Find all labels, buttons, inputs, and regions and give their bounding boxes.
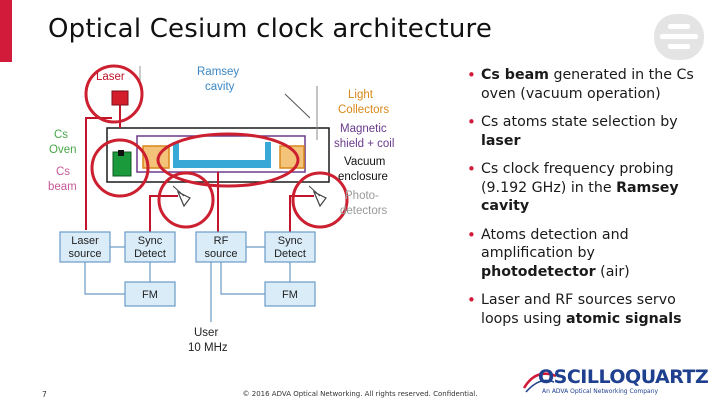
highlight-ring-detector-left [157, 171, 215, 229]
highlight-ring-laser [84, 64, 144, 124]
label-light-2: Collectors [338, 104, 389, 116]
label-user-1: User [194, 327, 218, 339]
laser-shape [111, 90, 129, 106]
ramsey-cavity-bar [176, 160, 268, 168]
box-fm-1: FM [142, 289, 158, 301]
photodetector-left [176, 190, 191, 208]
label-user-2: 10 MHz [188, 342, 228, 354]
brand-tagline: An ADVA Optical Networking Company [542, 388, 659, 395]
sync-detect-box-2 [264, 231, 316, 263]
label-cs-oven-2: Oven [49, 144, 77, 156]
sync-detect-box-1 [124, 231, 176, 263]
box-sync-detect1-2: Detect [134, 248, 166, 260]
bullet-atoms-detection: Atoms detection and amplification by pho… [465, 226, 710, 282]
bullet-cs-beam: Cs beam generated in the Cs oven (vacuum… [465, 66, 710, 103]
box-sync-detect2-1: Sync [278, 235, 303, 247]
label-photo-2: detectors [340, 205, 388, 217]
box-rf-source-1: RF [214, 235, 229, 247]
adva-logo-icon [654, 14, 704, 60]
magnetic-shield [136, 135, 306, 173]
label-ramsey-2: cavity [205, 81, 235, 93]
highlight-ring-cavity [156, 132, 300, 188]
swoosh-icon [522, 372, 557, 393]
cs-oven-dot [118, 150, 124, 156]
wire-laser-loop [85, 105, 121, 230]
box-rf-source-2: source [204, 248, 237, 260]
box-sync-detect1-1: Sync [138, 235, 163, 247]
brand-name: OSCILLOQUARTZ [538, 366, 709, 388]
bullet-list: Cs beam generated in the Cs oven (vacuum… [465, 66, 710, 338]
bullet-servo-loops: Laser and RF sources servo loops using a… [465, 291, 710, 328]
box-fm-2: FM [282, 289, 298, 301]
label-photo-1: Photo- [345, 190, 379, 202]
accent-bar [0, 0, 12, 62]
photodetector-right [312, 190, 327, 208]
label-laser: Laser [96, 71, 125, 83]
highlight-ring-oven [90, 138, 150, 198]
laser-source-box [59, 231, 111, 263]
label-vacuum-2: enclosure [338, 171, 388, 183]
wire-sync2 [289, 195, 314, 232]
footer-copyright: © 2016 ADVA Optical Networking. All righ… [242, 390, 478, 398]
page-number: 7 [42, 390, 47, 399]
diagram-background [90, 66, 425, 224]
label-magnetic-2: shield + coil [334, 138, 394, 150]
slide-title: Optical Cesium clock architecture [48, 14, 493, 44]
oscilloquartz-logo: OSCILLOQUARTZ An ADVA Optical Networking… [522, 366, 712, 402]
label-cs-beam-2: beam [48, 181, 77, 193]
label-cs-oven-1: Cs [54, 129, 68, 141]
label-light-1: Light [348, 89, 374, 101]
rf-source-box [195, 231, 247, 263]
highlight-ring-detector-right [291, 171, 349, 229]
label-magnetic-1: Magnetic [340, 123, 387, 135]
box-laser-source-1: Laser [71, 235, 99, 247]
box-laser-source-2: source [68, 248, 101, 260]
label-cs-beam-1: Cs [56, 166, 70, 178]
label-vacuum-1: Vacuum [344, 156, 385, 168]
bullet-frequency-probing: Cs clock frequency probing (9.192 GHz) i… [465, 160, 710, 216]
wire-sync1 [149, 195, 178, 232]
fm-box-2 [264, 281, 316, 307]
label-ramsey-1: Ramsey [197, 66, 239, 78]
bullet-state-selection: Cs atoms state selection by laser [465, 113, 710, 150]
box-sync-detect2-2: Detect [274, 248, 306, 260]
